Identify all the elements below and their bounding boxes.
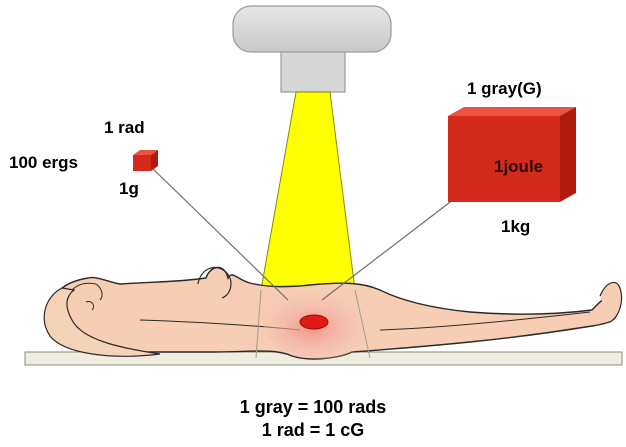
small-ergs-label: 100 ergs xyxy=(9,154,78,171)
irradiated-target xyxy=(300,315,328,329)
equation-gray-rads: 1 gray = 100 rads xyxy=(0,398,626,416)
large-cube-side xyxy=(560,107,576,202)
small-cube xyxy=(133,150,158,171)
xray-tube-housing xyxy=(233,6,391,52)
equation-rad-cg: 1 rad = 1 cG xyxy=(0,421,626,439)
large-cube-top xyxy=(448,107,576,116)
small-rad-label: 1 rad xyxy=(104,119,145,136)
xray-collimator xyxy=(281,52,345,92)
big-joule-label: 1joule xyxy=(494,158,543,175)
xray-beam xyxy=(261,92,355,290)
small-cube-front xyxy=(133,155,151,171)
small-mass-label: 1g xyxy=(119,180,139,197)
big-gray-label: 1 gray(G) xyxy=(467,80,542,97)
big-mass-label: 1kg xyxy=(501,218,530,235)
large-cube xyxy=(448,107,576,202)
